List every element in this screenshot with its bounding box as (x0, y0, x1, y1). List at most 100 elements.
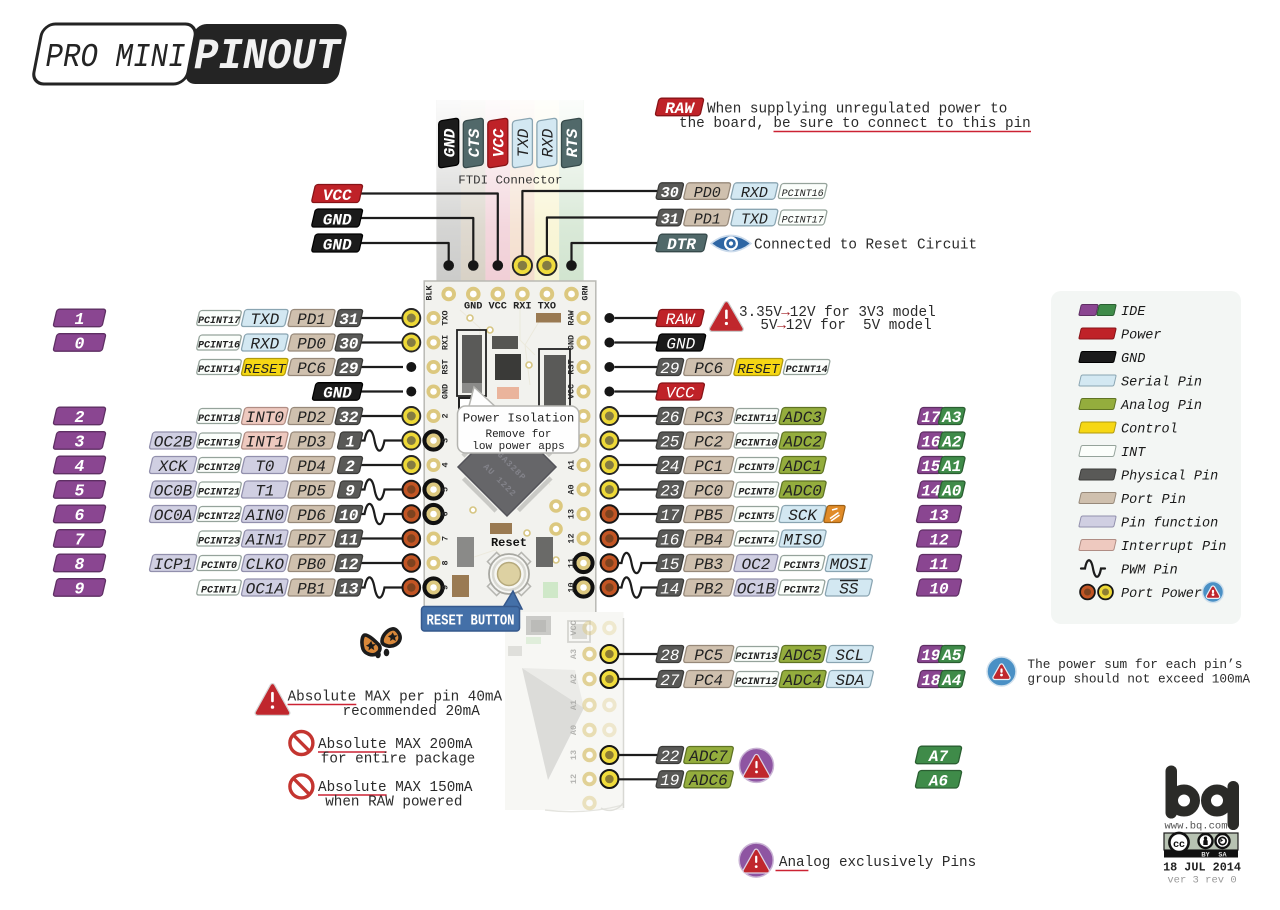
svg-text:BLK: BLK (425, 284, 435, 300)
svg-text:9: 9 (75, 580, 85, 599)
svg-text:27: 27 (660, 672, 680, 690)
svg-text:28: 28 (660, 647, 680, 665)
svg-text:PD2: PD2 (297, 409, 326, 427)
svg-text:PB5: PB5 (694, 507, 723, 525)
svg-text:SS: SS (839, 580, 859, 598)
svg-text:A3: A3 (569, 649, 579, 659)
svg-text:PCINT10: PCINT10 (735, 439, 777, 450)
svg-text:RST: RST (441, 359, 451, 374)
svg-text:PCINT12: PCINT12 (735, 677, 777, 688)
svg-text:OC1B: OC1B (737, 580, 776, 598)
svg-text:19: 19 (660, 772, 679, 790)
svg-text:16: 16 (921, 433, 941, 451)
svg-text:8: 8 (441, 560, 451, 565)
svg-text:XCK: XCK (158, 458, 189, 476)
svg-text:Analog exclusively Pins: Analog exclusively Pins (779, 855, 976, 871)
svg-text:Pin function: Pin function (1121, 516, 1218, 531)
svg-text:22: 22 (660, 748, 680, 766)
svg-text:TXO: TXO (441, 310, 451, 325)
svg-text:PCINT11: PCINT11 (735, 414, 777, 425)
svg-text:When supplying unregulated pow: When supplying unregulated power to (707, 102, 1007, 118)
svg-text:29: 29 (339, 360, 359, 378)
svg-text:18 JUL 2014: 18 JUL 2014 (1163, 861, 1241, 875)
svg-text:30: 30 (339, 335, 359, 353)
svg-text:PD6: PD6 (297, 507, 326, 525)
svg-text:Analog Pin: Analog Pin (1120, 399, 1202, 414)
svg-text:T0: T0 (255, 458, 275, 476)
svg-text:17: 17 (921, 409, 941, 427)
svg-text:PD4: PD4 (297, 458, 326, 476)
svg-text:Reset: Reset (491, 536, 527, 550)
svg-text:INT1: INT1 (246, 433, 284, 451)
svg-text:10: 10 (567, 582, 577, 592)
svg-text:4: 4 (75, 457, 85, 476)
svg-text:GND: GND (567, 335, 577, 350)
svg-text:12: 12 (929, 531, 949, 549)
svg-text:Power: Power (1121, 328, 1162, 343)
svg-text:11: 11 (929, 556, 948, 574)
svg-text:PCINT1: PCINT1 (201, 586, 237, 597)
svg-text:31: 31 (661, 211, 679, 228)
svg-text:DTR: DTR (667, 236, 696, 254)
svg-text:GND: GND (323, 236, 352, 254)
svg-text:3: 3 (441, 438, 451, 443)
svg-text:4: 4 (441, 462, 451, 467)
svg-text:ADC2: ADC2 (782, 433, 822, 451)
svg-text:PCINT17: PCINT17 (782, 216, 824, 227)
svg-text:RESET: RESET (244, 362, 287, 378)
svg-text:GND: GND (666, 335, 695, 353)
svg-text:FTDI Connector: FTDI Connector (458, 174, 562, 188)
svg-text:8: 8 (75, 555, 85, 574)
svg-text:Interrupt Pin: Interrupt Pin (1121, 540, 1226, 555)
svg-text:OC2: OC2 (741, 556, 770, 574)
svg-text:PD1: PD1 (297, 311, 326, 329)
svg-text:9: 9 (441, 585, 451, 590)
svg-text:PCINT2: PCINT2 (784, 586, 820, 597)
svg-text:31: 31 (339, 311, 358, 329)
svg-text:Physical Pin: Physical Pin (1121, 469, 1218, 484)
svg-text:25: 25 (660, 433, 680, 451)
svg-text:PCINT14: PCINT14 (786, 365, 828, 376)
svg-text:Remove for: Remove for (485, 429, 551, 441)
svg-text:2: 2 (345, 458, 355, 476)
svg-text:GND: GND (323, 211, 352, 229)
svg-text:PCINT20: PCINT20 (198, 463, 240, 474)
svg-text:PC2: PC2 (694, 433, 723, 451)
svg-text:ADC3: ADC3 (782, 409, 822, 427)
svg-text:23: 23 (660, 482, 680, 500)
svg-text:Serial Pin: Serial Pin (1121, 375, 1202, 390)
svg-text:7: 7 (75, 531, 86, 550)
svg-text:A0: A0 (941, 482, 962, 500)
svg-text:AIN0: AIN0 (245, 507, 285, 525)
svg-text:low power apps: low power apps (472, 441, 564, 453)
svg-text:group should not exceed 100mA: group should not exceed 100mA (1027, 672, 1250, 687)
svg-text:ADC6: ADC6 (688, 772, 728, 790)
svg-text:PC1: PC1 (694, 458, 723, 476)
svg-text:RST: RST (567, 359, 577, 374)
svg-text:when RAW powered: when RAW powered (325, 794, 462, 810)
svg-text:RTS: RTS (564, 128, 582, 157)
svg-text:10: 10 (929, 580, 949, 598)
svg-text:PCINT5: PCINT5 (738, 512, 774, 523)
svg-text:SDA: SDA (835, 672, 864, 690)
svg-text:CTS: CTS (466, 128, 484, 157)
svg-text:PCINT22: PCINT22 (198, 512, 240, 523)
svg-text:PC0: PC0 (694, 482, 723, 500)
svg-text:6: 6 (75, 506, 85, 525)
svg-text:RAW: RAW (665, 100, 695, 118)
svg-text:PC6: PC6 (694, 360, 723, 378)
svg-text:SCK: SCK (788, 507, 818, 525)
svg-text:RAW: RAW (567, 309, 577, 325)
svg-text:IDE: IDE (1121, 305, 1146, 320)
svg-text:MOSI: MOSI (830, 556, 869, 574)
svg-text:PWM Pin: PWM Pin (1121, 563, 1178, 578)
svg-text:PB4: PB4 (694, 531, 723, 549)
svg-text:11: 11 (339, 531, 358, 549)
svg-text:PCINT13: PCINT13 (735, 652, 777, 663)
svg-text:17: 17 (660, 507, 680, 525)
svg-text:6: 6 (441, 511, 451, 516)
svg-text:RXD: RXD (250, 335, 279, 353)
svg-text:TXD: TXD (741, 211, 768, 228)
svg-text:www.bq.com: www.bq.com (1164, 821, 1227, 833)
svg-text:13: 13 (929, 507, 949, 525)
